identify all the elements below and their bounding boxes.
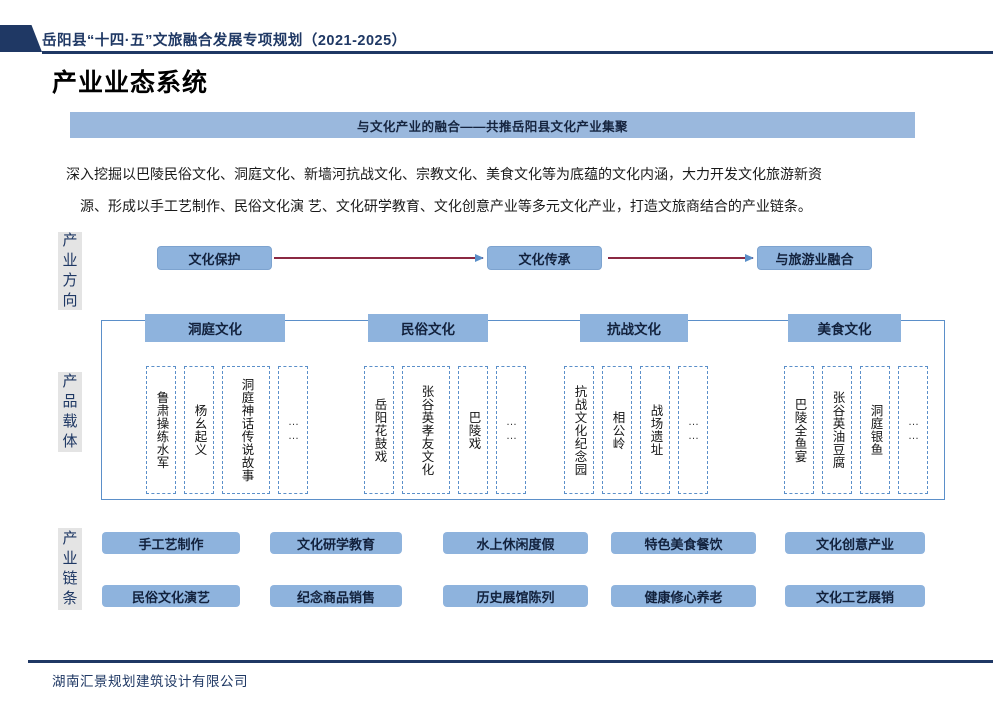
row-label-industry-direction: 产 业 方 向	[58, 232, 82, 310]
document-title: 岳阳县“十四·五”文旅融合发展专项规划（2021-2025）	[42, 33, 407, 49]
body-paragraph: 深入挖掘以巴陵民俗文化、洞庭文化、新墙河抗战文化、宗教文化、美食文化等为底蕴的文…	[66, 158, 938, 222]
direction-box-tourism-integration[interactable]: 与旅游业融合	[757, 246, 872, 270]
carrier-item-more-food[interactable]: ……	[898, 366, 928, 494]
row-label-char: 业	[62, 252, 78, 269]
carrier-item-more-folk[interactable]: ……	[496, 366, 526, 494]
carrier-item-food-2[interactable]: 洞庭银鱼	[860, 366, 890, 494]
corner-decoration-icon	[0, 25, 42, 52]
carrier-item-more-war[interactable]: ……	[678, 366, 708, 494]
carrier-item-food-0[interactable]: 巴陵全鱼宴	[784, 366, 814, 494]
row-label-char: 条	[62, 590, 78, 607]
chain-box-r1-c3[interactable]: 水上休闲度假	[443, 532, 588, 554]
carrier-item-dongting-1[interactable]: 杨幺起义	[184, 366, 214, 494]
row-label-char: 方	[62, 272, 78, 289]
category-header-war[interactable]: 抗战文化	[580, 314, 688, 342]
row-label-char: 向	[62, 292, 78, 309]
flow-arrow-2	[608, 253, 754, 262]
carrier-item-dongting-2[interactable]: 洞庭神话传说故事	[222, 366, 270, 494]
row-label-char: 产	[62, 232, 78, 249]
slide-header: 岳阳县“十四·五”文旅融合发展专项规划（2021-2025）	[0, 0, 1000, 54]
carrier-item-dongting-0[interactable]: 鲁肃操练水军	[146, 366, 176, 494]
row-label-char: 链	[62, 570, 78, 587]
row-label-industry-chain: 产 业 链 条	[58, 528, 82, 610]
row-label-char: 载	[62, 413, 78, 430]
direction-box-cultural-protection[interactable]: 文化保护	[157, 246, 272, 270]
paragraph-line-2: 源、形成以手工艺制作、民俗文化演 艺、文化研学教育、文化创意产业等多元文化产业，…	[80, 198, 812, 214]
chain-box-r1-c1[interactable]: 手工艺制作	[102, 532, 240, 554]
footer-company: 湖南汇景规划建筑设计有限公司	[52, 674, 248, 689]
footer-divider	[28, 660, 993, 663]
carrier-item-war-1[interactable]: 相公岭	[602, 366, 632, 494]
category-header-dongting[interactable]: 洞庭文化	[145, 314, 285, 342]
carrier-item-folk-2[interactable]: 巴陵戏	[458, 366, 488, 494]
chain-box-r1-c5[interactable]: 文化创意产业	[785, 532, 925, 554]
carrier-item-war-2[interactable]: 战场遗址	[640, 366, 670, 494]
carrier-item-food-1[interactable]: 张谷英油豆腐	[822, 366, 852, 494]
chain-box-r2-c5[interactable]: 文化工艺展销	[785, 585, 925, 607]
chain-box-r2-c1[interactable]: 民俗文化演艺	[102, 585, 240, 607]
section-banner: 与文化产业的融合——共推岳阳县文化产业集聚	[70, 112, 915, 138]
row-label-product-carrier: 产 品 载 体	[58, 372, 82, 452]
page-title: 产业业态系统	[52, 69, 209, 97]
row-label-char: 品	[62, 393, 78, 410]
carrier-item-more-dongting[interactable]: ……	[278, 366, 308, 494]
carrier-item-war-0[interactable]: 抗战文化纪念园	[564, 366, 594, 494]
direction-box-cultural-inheritance[interactable]: 文化传承	[487, 246, 602, 270]
chain-box-r2-c4[interactable]: 健康修心养老	[611, 585, 756, 607]
chain-box-r2-c2[interactable]: 纪念商品销售	[270, 585, 402, 607]
carrier-item-folk-1[interactable]: 张谷英孝友文化	[402, 366, 450, 494]
header-divider	[42, 51, 993, 54]
chain-box-r2-c3[interactable]: 历史展馆陈列	[443, 585, 588, 607]
chain-box-r1-c2[interactable]: 文化研学教育	[270, 532, 402, 554]
section-banner-label: 与文化产业的融合——共推岳阳县文化产业集聚	[357, 119, 628, 134]
product-carrier-frame	[101, 320, 945, 500]
row-label-char: 产	[62, 530, 78, 547]
chain-box-r1-c4[interactable]: 特色美食餐饮	[611, 532, 756, 554]
carrier-item-folk-0[interactable]: 岳阳花鼓戏	[364, 366, 394, 494]
row-label-char: 业	[62, 550, 78, 567]
paragraph-line-1: 深入挖掘以巴陵民俗文化、洞庭文化、新墙河抗战文化、宗教文化、美食文化等为底蕴的文…	[66, 166, 822, 182]
row-label-char: 体	[62, 433, 78, 450]
row-label-char: 产	[62, 373, 78, 390]
category-header-folk[interactable]: 民俗文化	[368, 314, 488, 342]
flow-arrow-1	[274, 253, 484, 262]
category-header-food[interactable]: 美食文化	[788, 314, 901, 342]
